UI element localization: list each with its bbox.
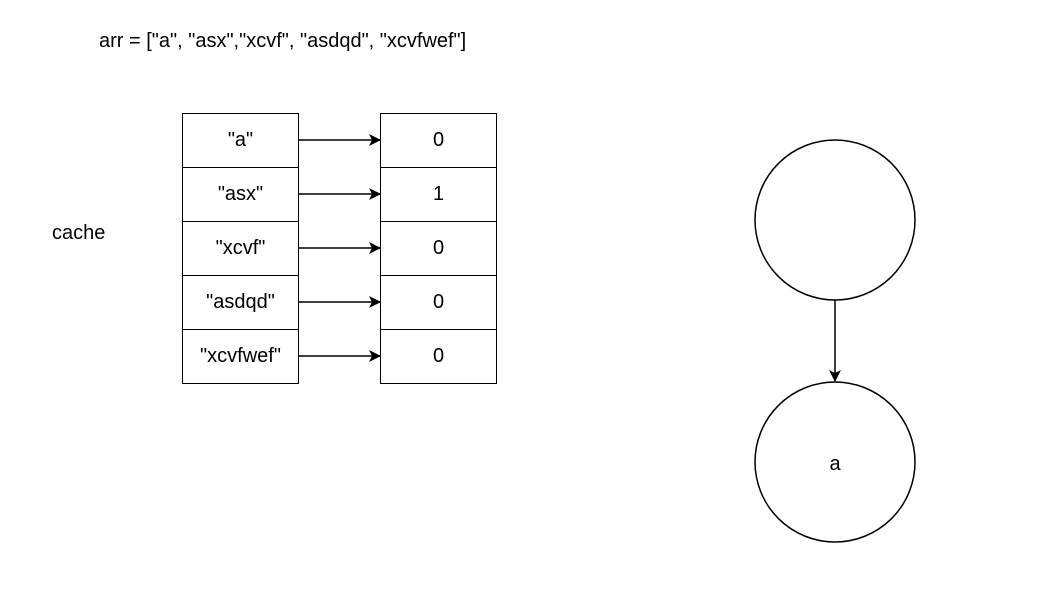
cache-label: cache <box>52 222 106 244</box>
tree-node-top <box>754 139 916 301</box>
cache-key-cell: "asx" <box>182 167 299 222</box>
cache-value-cell: 0 <box>380 275 497 330</box>
cache-value-cell: 0 <box>380 329 497 384</box>
bottom-node-label: a <box>829 453 841 475</box>
cache-value-cell: 0 <box>380 113 497 168</box>
cache-key-cell: "xcvf" <box>182 221 299 276</box>
cache-value-cell: 1 <box>380 167 497 222</box>
cache-key-cell: "xcvfwef" <box>182 329 299 384</box>
cache-value-cell: 0 <box>380 221 497 276</box>
cache-key-cell: "asdqd" <box>182 275 299 330</box>
cache-key-cell: "a" <box>182 113 299 168</box>
array-definition: arr = ["a", "asx","xcvf", "asdqd", "xcvf… <box>99 30 467 52</box>
